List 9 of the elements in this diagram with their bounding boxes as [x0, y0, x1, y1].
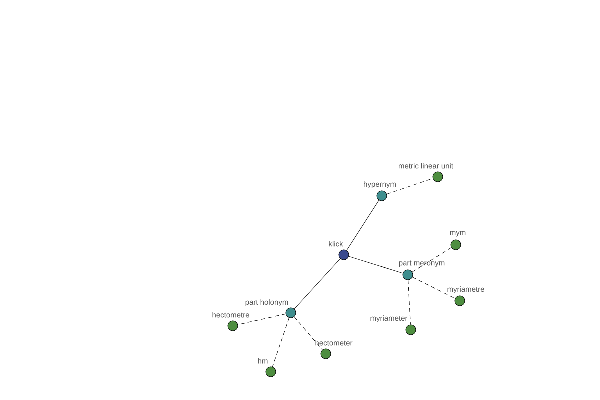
- connector-line: [346, 200, 380, 251]
- connector-line: [386, 178, 434, 195]
- connector-line: [408, 280, 411, 325]
- connector-line: [412, 248, 452, 272]
- connector-line: [348, 256, 404, 274]
- connector-line: [272, 318, 290, 368]
- connector-line: [294, 316, 323, 350]
- connector-line: [294, 258, 341, 310]
- connector-line: [412, 277, 456, 299]
